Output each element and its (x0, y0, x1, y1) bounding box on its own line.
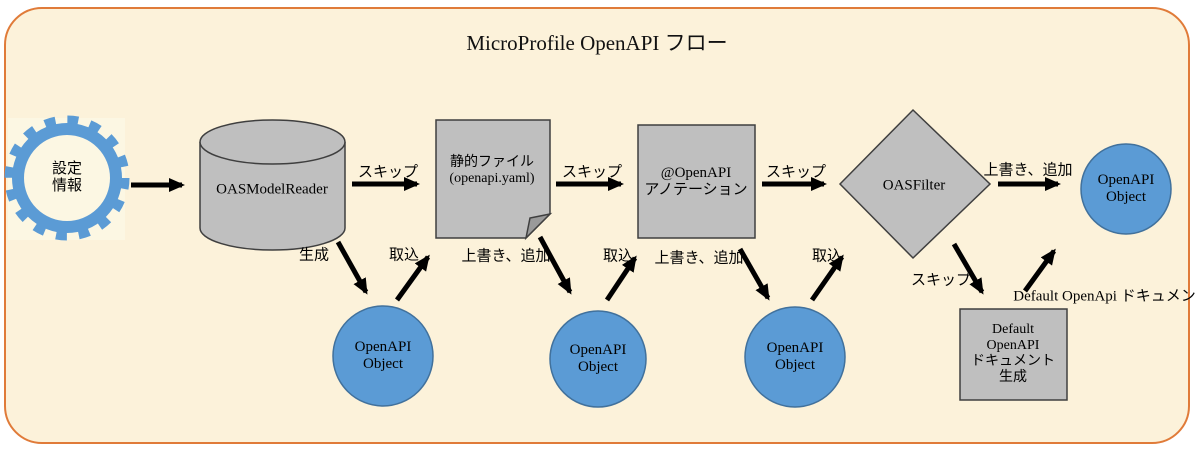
model-reader-cylinder (199, 119, 346, 251)
model-reader-label: OASModelReader (216, 181, 328, 198)
arrow-overwrite-1 (537, 235, 573, 295)
arrow-default-doc (1022, 248, 1057, 293)
edge-label-skip-down: スキップ (910, 272, 972, 289)
diagram-title: MicroProfile OpenAPI フロー (466, 31, 728, 55)
arrow-import-3 (809, 254, 845, 302)
edge-label-overwrite-2: 上書き、追加 (654, 250, 744, 267)
default-doc-box (959, 308, 1068, 401)
openapi-object-final-circle (1080, 143, 1172, 235)
edge-label-overwrite-1: 上書き、追加 (461, 248, 551, 265)
edge-label-skip-3: スキップ (765, 164, 827, 181)
edge-label-generate: 生成 (298, 247, 330, 264)
openapi-object-3-label: OpenAPI Object (766, 340, 824, 373)
openapi-object-1-label: OpenAPI Object (354, 339, 412, 372)
annotation-rect (637, 124, 756, 239)
static-file-document (435, 119, 553, 241)
filter-diamond (838, 108, 992, 260)
openapi-object-2-label: OpenAPI Object (569, 342, 627, 375)
edge-label-import-2: 取込 (602, 248, 634, 265)
arrow-generate (335, 240, 369, 295)
annotation-label: @OpenAPI アノテーション (644, 165, 748, 198)
arrow-import-1 (394, 254, 431, 302)
settings-gear-icon (4, 115, 130, 241)
static-file-label: 静的ファイル (openapi.yaml) (449, 155, 535, 186)
openapi-object-3-circle (744, 306, 846, 408)
arrow-overwrite-2 (737, 247, 771, 301)
edge-label-skip-2: スキップ (561, 164, 623, 181)
openapi-object-1-circle (332, 305, 434, 407)
edge-label-import-3: 取込 (811, 248, 843, 265)
edge-label-default-document: Default OpenApi ドキュメント (1013, 288, 1195, 305)
filter-label: OASFilter (882, 177, 946, 194)
arrow-import-2 (604, 255, 638, 302)
gear-label: 設定 情報 (51, 161, 83, 194)
default-doc-label: Default OpenAPI ドキュメント 生成 (971, 322, 1055, 385)
edge-label-overwrite-final: 上書き、追加 (983, 162, 1073, 179)
edge-label-import-1: 取込 (388, 247, 420, 264)
openapi-object-2-circle (549, 310, 647, 408)
arrow-skip-down (951, 242, 985, 295)
edge-label-skip-1: スキップ (357, 164, 419, 181)
openapi-object-final-label: OpenAPI Object (1097, 172, 1155, 205)
